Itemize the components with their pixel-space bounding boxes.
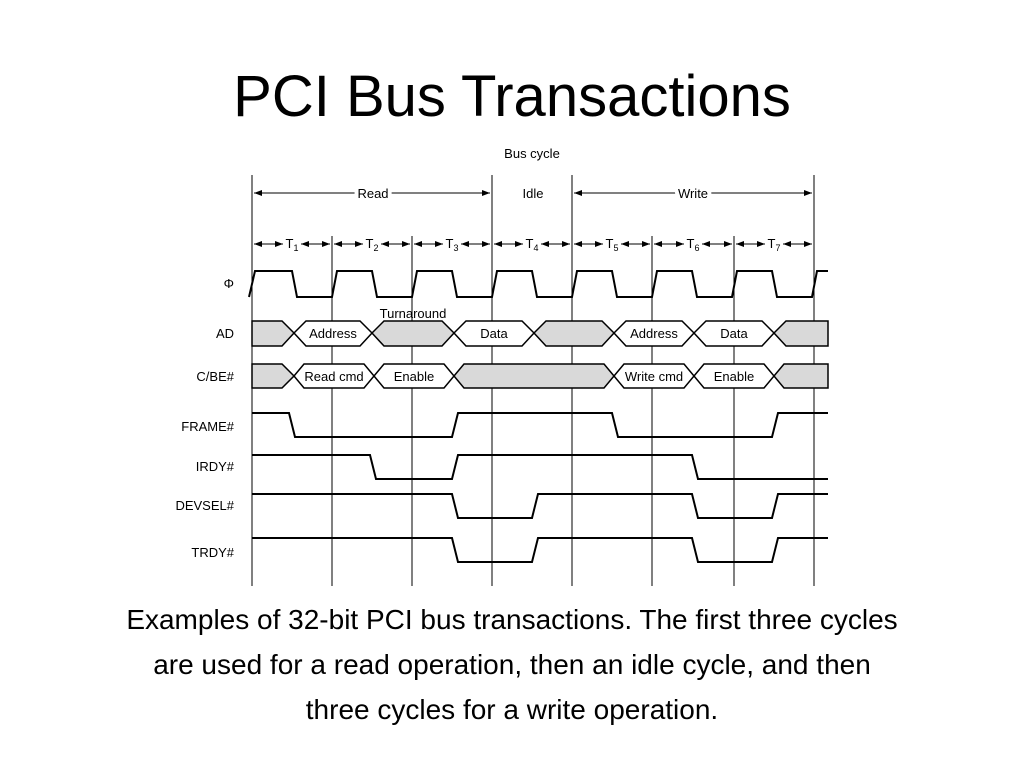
trdy-waveform [252,537,828,563]
cbe-enable-write-label: Enable [714,369,754,384]
cycle-label-6: T6 [687,236,700,253]
cbe-enable-read-label: Enable [394,369,434,384]
signal-ad-label: AD [216,326,234,341]
ad-turnaround-segment [370,320,456,347]
signal-devsel-label: DEVSEL# [175,498,234,513]
frame-waveform [252,412,828,438]
cbe-write-cmd-label: Write cmd [625,369,683,384]
phase-read-label: Read [357,186,388,201]
ad-data-read-label: Data [480,326,508,341]
signal-trdy-label: TRDY# [191,545,234,560]
caption-line-2: are used for a read operation, then an i… [153,649,871,680]
cycle-label-2: T2 [366,236,379,253]
caption-line-1: Examples of 32-bit PCI bus transactions.… [126,604,898,635]
cbe-shaded-segment [453,363,615,389]
ad-bus: Address Data Address Data [251,320,829,347]
irdy-waveform [252,454,828,480]
caption-line-3: three cycles for a write operation. [305,694,719,725]
slide-title: PCI Bus Transactions [233,64,791,129]
ad-shaded-segment [532,320,616,347]
cbe-read-cmd-label: Read cmd [304,369,363,384]
devsel-waveform [252,493,828,519]
phi-waveform [248,270,828,298]
ad-shaded-segment [251,320,296,347]
signal-cbe-label: C/BE# [196,369,234,384]
ad-shaded-segment [772,320,829,347]
cbe-shaded-segment [773,363,829,389]
cycle-label-1: T1 [286,236,299,253]
bus-cycle-label: Bus cycle [504,146,560,161]
phase-idle-label: Idle [523,186,544,201]
cycle-label-4: T4 [526,236,539,253]
cycle-label-7: T7 [768,236,781,253]
signal-frame-label: FRAME# [181,419,235,434]
cycle-label-3: T3 [446,236,459,253]
cycle-label-5: T5 [606,236,619,253]
cbe-bus: Read cmd Enable Write cmd Enable [251,363,829,389]
signal-phi-label: Φ [224,276,234,291]
turnaround-label: Turnaround [380,306,447,321]
phase-write-label: Write [678,186,708,201]
signal-irdy-label: IRDY# [196,459,235,474]
caption: Examples of 32-bit PCI bus transactions.… [20,597,1004,732]
pci-timing-diagram: Bus cycle Read Idle Write T1 T2 T3 T4 T5 T6 T7… [175,146,829,586]
cbe-shaded-segment [251,363,296,389]
ad-address-read-label: Address [309,326,357,341]
ad-address-write-label: Address [630,326,678,341]
ad-data-write-label: Data [720,326,748,341]
